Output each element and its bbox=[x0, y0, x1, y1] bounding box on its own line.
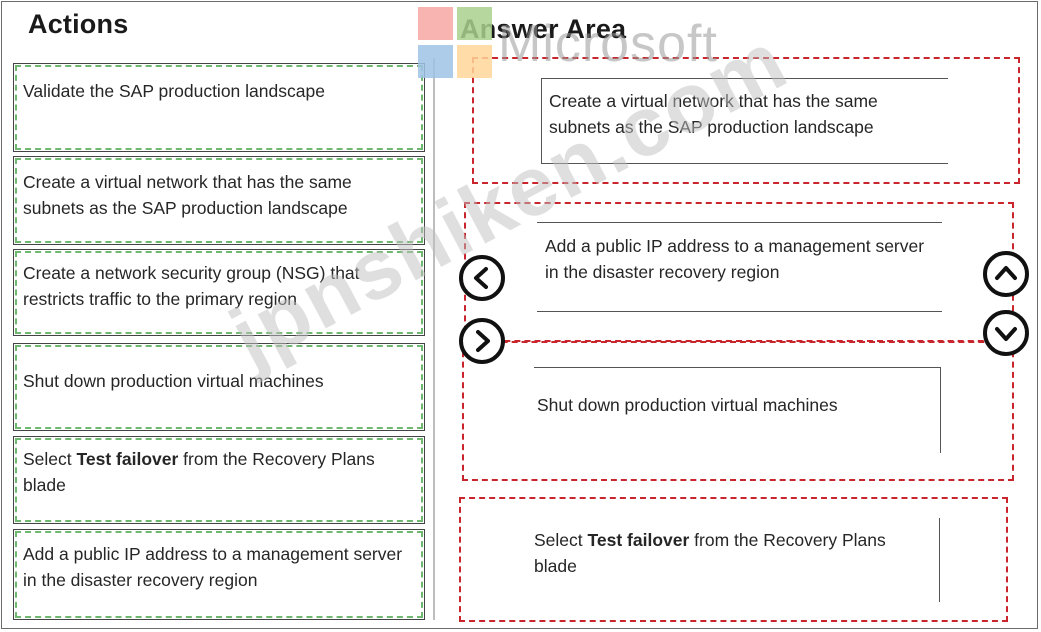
action-label: Create a network security group (NSG) th… bbox=[23, 263, 360, 309]
actions-heading: Actions bbox=[28, 9, 129, 39]
action-label: Shut down production virtual machines bbox=[23, 371, 324, 391]
answer-card-label: Add a public IP address to a management … bbox=[545, 236, 925, 282]
action-label-suffix: from the Recovery Plans blade bbox=[23, 449, 375, 495]
chevron-up-icon bbox=[995, 266, 1017, 280]
action-item-shut-down-vms[interactable]: Shut down production virtual machines bbox=[13, 343, 425, 431]
action-item-add-public-ip[interactable]: Add a public IP address to a management … bbox=[13, 529, 425, 620]
answer-slot-4[interactable] bbox=[459, 497, 1008, 622]
action-item-test-failover[interactable]: Select Test failover from the Recovery P… bbox=[13, 436, 425, 524]
action-item-validate-sap[interactable]: Validate the SAP production landscape bbox=[13, 63, 425, 152]
answer-card-label-suffix: from the Recovery Plans blade bbox=[534, 530, 886, 576]
action-label: Create a virtual network that has the sa… bbox=[23, 172, 352, 218]
chevron-right-icon bbox=[476, 330, 490, 352]
move-down-button[interactable] bbox=[983, 310, 1029, 356]
action-label: Add a public IP address to a management … bbox=[23, 544, 403, 590]
answer-card-4[interactable]: Select Test failover from the Recovery P… bbox=[534, 518, 940, 602]
answer-card-1[interactable]: Create a virtual network that has the sa… bbox=[541, 78, 948, 164]
answer-card-3[interactable]: Shut down production virtual machines bbox=[534, 367, 941, 453]
column-divider bbox=[433, 58, 435, 620]
move-up-button[interactable] bbox=[983, 251, 1029, 297]
action-label-prefix: Select bbox=[23, 449, 77, 469]
answer-card-label-prefix: Select bbox=[534, 530, 588, 550]
answer-slot-3[interactable] bbox=[462, 341, 1014, 481]
microsoft-logo-icon bbox=[418, 7, 496, 81]
answer-card-label-bold: Test failover bbox=[587, 530, 690, 550]
answer-card-2[interactable]: Add a public IP address to a management … bbox=[537, 222, 942, 312]
action-label-bold: Test failover bbox=[76, 449, 179, 469]
answer-card-label: Create a virtual network that has the sa… bbox=[549, 91, 878, 137]
answer-slot-1[interactable] bbox=[472, 57, 1020, 184]
chevron-left-icon bbox=[474, 267, 488, 289]
action-label: Validate the SAP production landscape bbox=[23, 81, 325, 101]
answer-card-label: Shut down production virtual machines bbox=[537, 395, 838, 415]
move-right-button[interactable] bbox=[459, 318, 505, 364]
move-left-button[interactable] bbox=[459, 255, 505, 301]
chevron-down-icon bbox=[995, 327, 1017, 341]
action-item-create-nsg[interactable]: Create a network security group (NSG) th… bbox=[13, 249, 425, 336]
action-item-create-vnet[interactable]: Create a virtual network that has the sa… bbox=[13, 156, 425, 245]
